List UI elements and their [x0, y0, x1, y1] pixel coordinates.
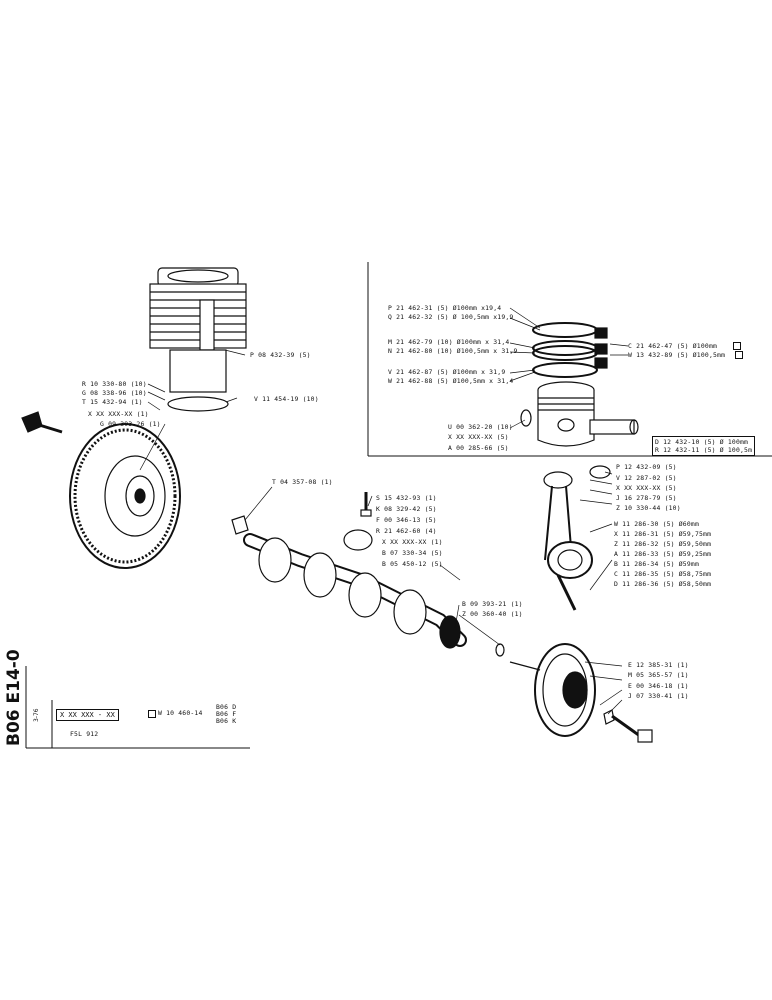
label-ring-1: Q 21 462-32 (5) Ø 100,5mm x19,9	[388, 313, 514, 321]
label-bearing-3: A 11 286-33 (5) Ø59,25mm	[614, 550, 712, 558]
crankshaft-drawing	[243, 529, 467, 649]
piston-size-box: D 12 432-10 (5) Ø 100mm R 12 432-11 (5) …	[652, 436, 756, 456]
label-pulley-1: M 05 365-57 (1)	[628, 671, 689, 679]
label-crank-3: R 21 462-60 (4)	[376, 527, 437, 535]
label-ring-right-0: C 21 462-47 (5) Ø100mm	[628, 342, 718, 350]
label-rod-1: V 12 287-02 (5)	[616, 474, 677, 482]
label-bearing-5: C 11 286-35 (5) Ø58,75mm	[614, 570, 712, 578]
label-rod-4: Z 10 330-44 (10)	[616, 504, 681, 512]
label-piston-2: A 00 285-66 (5)	[448, 444, 509, 452]
label-crank-low-1: Z 00 360-40 (1)	[462, 610, 523, 618]
label-pulley-3: J 07 330-41 (1)	[628, 692, 689, 700]
pulley-drawing	[509, 643, 653, 743]
label-crank-low-0: B 09 393-21 (1)	[462, 600, 523, 608]
label-bearing-2: Z 11 286-32 (5) Ø59,50mm	[614, 540, 712, 548]
stud-drawing	[21, 411, 63, 434]
variant-1: B06 F	[216, 710, 237, 718]
label-pin: T 04 357-08 (1)	[272, 478, 333, 486]
label-crank-0: S 15 432-93 (1)	[376, 494, 437, 502]
label-bearing-6: D 11 286-36 (5) Ø58,50mm	[614, 580, 712, 588]
sheet-side-small: 3-76	[33, 708, 40, 722]
checkbox-ring-c	[733, 342, 741, 350]
label-piston-right-1: R 12 432-11 (5) Ø 100,5m	[655, 446, 753, 454]
checkbox-ring-w	[735, 351, 743, 359]
label-crank-6: B 05 450-12 (5)	[382, 560, 443, 568]
connecting-rod-drawing	[543, 465, 611, 611]
bottom-ref: W 10 460-14	[158, 709, 203, 717]
label-piston-0: U 00 362-20 (10)	[448, 423, 513, 431]
label-ring-5: W 21 462-88 (5) Ø100,5mm x 31,4	[388, 377, 514, 385]
bottom-checkbox	[148, 710, 156, 718]
label-piston-right-0: D 12 432-10 (5) Ø 100mm	[655, 438, 749, 446]
label-ring-3: N 21 462-80 (10) Ø100,5mm x 31,9	[388, 347, 518, 355]
label-crank-4: X XX XXX-XX (1)	[382, 538, 443, 546]
label-ring-2: M 21 462-79 (10) Ø100mm x 31,4	[388, 338, 510, 346]
label-cyl-left-1: G 08 338-96 (10)	[82, 389, 147, 397]
pin-drawing	[231, 515, 249, 535]
label-rod-2: X XX XXX-XX (5)	[616, 484, 677, 492]
label-cyl-left-4: G 09 393-26 (1)	[100, 420, 161, 428]
label-rod-3: J 16 278-79 (5)	[616, 494, 677, 502]
piston-drawing	[520, 381, 639, 447]
part-code-box: X XX XXX - XX	[56, 709, 119, 721]
label-cylinder: P 08 432-39 (5)	[250, 351, 311, 359]
label-bearing-1: X 11 286-31 (5) Ø59,75mm	[614, 530, 712, 538]
sheet-side-code: B06 E14-0	[4, 649, 24, 746]
label-ring-right-1: W 13 432-89 (5) Ø100,5mm	[628, 351, 726, 359]
label-cyl-left-0: R 10 330-80 (10)	[82, 380, 147, 388]
label-ring-0: P 21 462-31 (5) Ø100mm x19,4	[388, 304, 502, 312]
label-crank-1: K 08 329-42 (5)	[376, 505, 437, 513]
label-cyl-left-2: T 15 432-94 (1)	[82, 398, 143, 406]
label-bearing-4: B 11 286-34 (5) Ø59mm	[614, 560, 699, 568]
label-ring-4: V 21 462-87 (5) Ø100mm x 31,9	[388, 368, 506, 376]
leader-lines	[139, 307, 629, 715]
label-crank-2: F 00 346-13 (5)	[376, 516, 437, 524]
label-pulley-0: E 12 385-31 (1)	[628, 661, 689, 669]
label-rod-0: P 12 432-09 (5)	[616, 463, 677, 471]
flywheel-drawing	[69, 423, 181, 569]
bolt-drawing	[360, 492, 372, 517]
variant-0: B06 D	[216, 703, 237, 711]
label-crank-5: B 07 330-34 (5)	[382, 549, 443, 557]
label-pulley-2: E 00 346-18 (1)	[628, 682, 689, 690]
label-bearing-0: W 11 286-30 (5) Ø60mm	[614, 520, 699, 528]
label-cyl-left-3: X XX XXX-XX (1)	[88, 410, 149, 418]
label-gasket: V 11 454-19 (10)	[254, 395, 319, 403]
variant-2: B06 K	[216, 717, 237, 725]
piston-rings-drawing	[532, 322, 608, 378]
label-piston-1: X XX XXX-XX (5)	[448, 433, 509, 441]
cylinder-drawing	[149, 267, 247, 412]
engine-model: F5L 912	[70, 730, 99, 738]
